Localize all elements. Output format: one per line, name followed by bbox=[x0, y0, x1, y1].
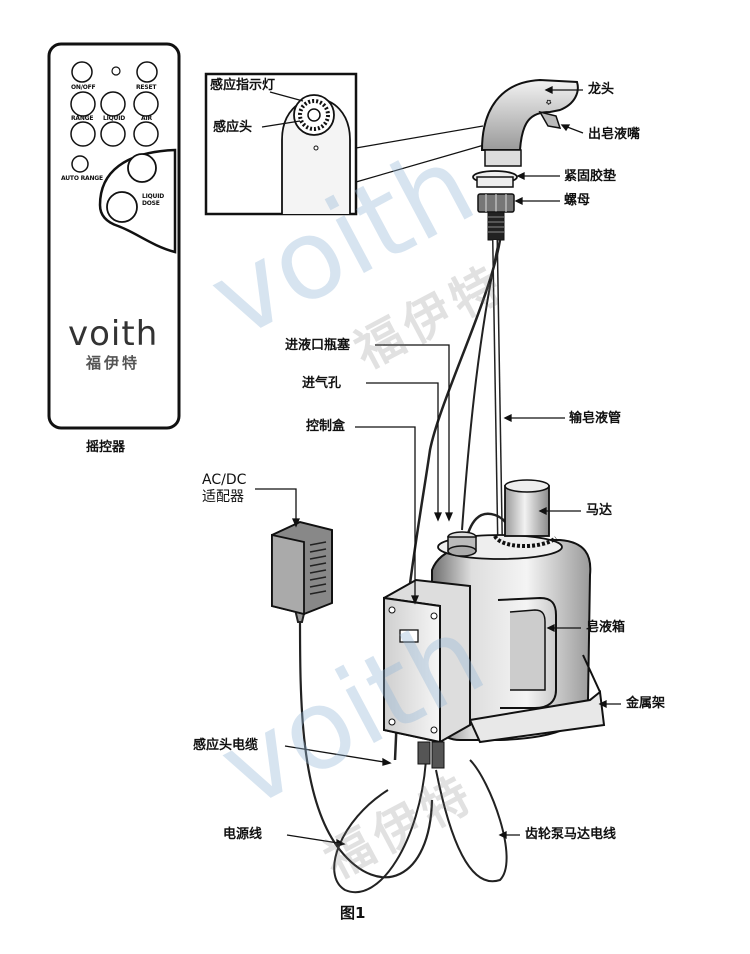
leader-lines bbox=[255, 85, 621, 847]
remote-liquid-label: LIQUID bbox=[103, 115, 126, 122]
label-bottle-stopper: 进液口瓶塞 bbox=[285, 338, 351, 353]
remote-air-label: AIR bbox=[141, 115, 152, 122]
label-pump-motor-wire: 齿轮泵马达电线 bbox=[525, 827, 617, 842]
figure-caption: 图1 bbox=[340, 904, 366, 922]
label-faucet: 龙头 bbox=[588, 82, 615, 97]
remote-control bbox=[47, 42, 181, 430]
remote-onoff-label: ON/OFF bbox=[71, 84, 96, 91]
svg-text:✿: ✿ bbox=[544, 97, 554, 107]
label-soap-nozzle: 出皂液嘴 bbox=[588, 127, 641, 142]
remote-caption: 摇控器 bbox=[86, 440, 126, 455]
gasket bbox=[472, 170, 518, 188]
label-nut: 螺母 bbox=[564, 193, 591, 208]
remote-range-label: RANGE bbox=[71, 115, 94, 122]
bottle-stopper bbox=[447, 531, 477, 557]
label-motor: 马达 bbox=[586, 503, 613, 518]
motor bbox=[493, 479, 558, 549]
label-supply-tube: 输皂液管 bbox=[569, 411, 622, 426]
remote-auto-range-label: AUTO RANGE bbox=[61, 175, 103, 182]
remote-liquid-dose-label: LIQUID DOSE bbox=[142, 193, 165, 207]
remote-reset-label: RESET bbox=[136, 84, 157, 91]
acdc-adapter bbox=[271, 520, 333, 616]
control-box bbox=[383, 578, 471, 769]
remote-brand-logo: voith bbox=[68, 314, 159, 354]
label-indicator-light: 感应指示灯 bbox=[210, 78, 276, 93]
label-control-box: 控制盒 bbox=[306, 419, 346, 434]
label-power-cord: 电源线 bbox=[223, 827, 263, 842]
label-sensor-cable: 感应头电缆 bbox=[193, 738, 259, 753]
sensor-inset bbox=[204, 72, 485, 216]
faucet: ✿ bbox=[480, 78, 579, 167]
label-adapter: AC/DC 适配器 bbox=[202, 472, 247, 505]
label-metal-frame: 金属架 bbox=[626, 696, 666, 711]
nut bbox=[477, 193, 515, 213]
label-soap-tank: 皂液箱 bbox=[586, 620, 626, 635]
label-gasket: 紧固胶垫 bbox=[564, 169, 617, 184]
label-air-hole: 进气孔 bbox=[302, 376, 342, 391]
label-sensor-head: 感应头 bbox=[213, 120, 253, 135]
remote-brand-cn: 福伊特 bbox=[86, 354, 141, 372]
